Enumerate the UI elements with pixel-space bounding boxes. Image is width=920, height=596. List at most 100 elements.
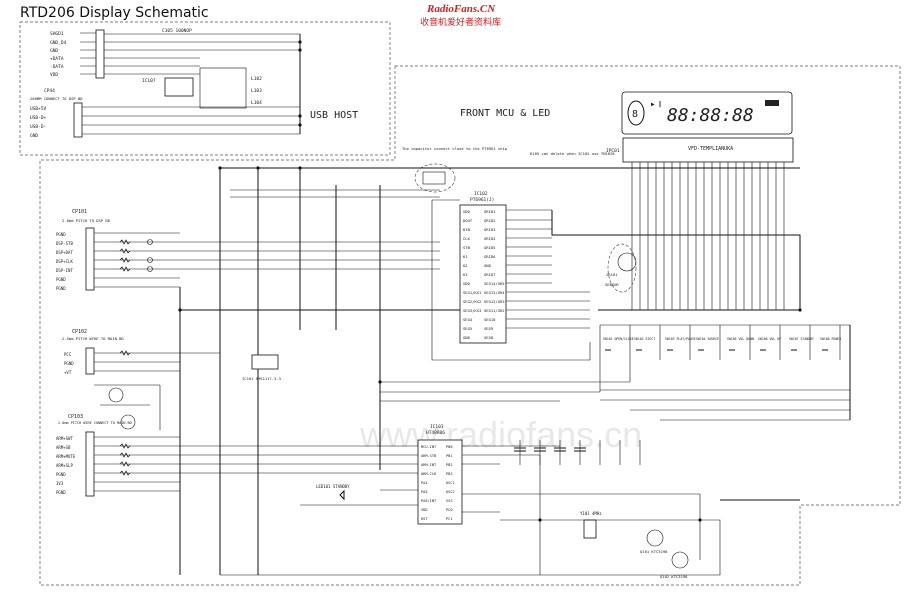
front-mcu-frame [39,65,901,586]
svg-text:SEG8: SEG8 [484,335,494,340]
svg-text:200MM CONNECT TO DSP BD: 200MM CONNECT TO DSP BD [30,96,83,101]
svg-text:RST: RST [421,517,428,521]
svg-text:SENSOR: SENSOR [605,282,619,287]
svg-text:88:88:88: 88:88:88 [667,105,754,126]
decoder-ic103: IC103 HT48R06 MCU-INT ARM-STB ARM-INT AR… [417,424,463,525]
svg-text:GND: GND [463,335,471,340]
usb-chip [164,77,194,97]
connector-cp103: CP103 2.0mm PITCH WIRE CONNECT TO MAIN B… [56,414,132,497]
svg-text:PA6/INT: PA6/INT [421,499,437,503]
watermark-url: www.radiofans.cn [359,414,642,455]
svg-text:SEG1/KS1: SEG1/KS1 [463,290,482,295]
svg-text:SW104 SOURCE: SW104 SOURCE [696,337,719,341]
svg-text:PGND: PGND [56,286,66,291]
svg-text:ARM+SLP: ARM+SLP [56,463,73,468]
svg-text:K1: K1 [463,254,468,259]
svg-text:SEG10: SEG10 [484,317,496,322]
mcu-ic102: IC102 PT6961(J) VDD DOUT DIN CLK STB K1 … [459,191,507,344]
mcu-resistor-note: R105 can delete when IC102 use TM1628 [530,151,615,156]
svg-text:SW107 STANDBY: SW107 STANDBY [789,337,814,341]
svg-text:SEG4: SEG4 [463,317,473,322]
svg-text:VSS: VSS [446,499,453,503]
svg-text:OSC2: OSC2 [446,490,455,494]
svg-text:GRID7: GRID7 [484,272,495,277]
svg-text:GND: GND [484,263,492,268]
svg-text:PC0: PC0 [446,508,453,512]
svg-text:VDD: VDD [50,72,58,78]
svg-text:-DATA: -DATA [50,64,64,70]
crystal-label: Y101 4MHz [580,511,602,516]
svg-text:ARM+MUTE: ARM+MUTE [56,454,76,459]
svg-text:L103: L103 [251,88,262,94]
svg-text:USB+5V: USB+5V [30,106,47,112]
svg-text:USB-D-: USB-D- [30,124,46,130]
led-label: LED101 STANDBY [316,484,350,489]
svg-text:DIN: DIN [463,227,471,232]
svg-text:VFD-TEMPLIANUKA: VFD-TEMPLIANUKA [688,146,733,152]
svg-text:PGND: PGND [56,232,66,237]
svg-text:K2: K2 [463,263,468,268]
svg-text:DSP-STB: DSP-STB [56,241,73,246]
svg-text:VDD: VDD [421,508,428,512]
svg-text:PGND: PGND [56,277,66,282]
vfd-pin-lines [598,162,800,311]
svg-text:PC1: PC1 [446,517,453,521]
schematic-title: RTD206 Display Schematic [20,5,209,21]
svg-text:SW102 EJECT: SW102 EJECT [634,337,655,341]
usb-host-frame [19,21,391,156]
svg-text:SW108 POWER: SW108 POWER [820,337,841,341]
svg-text:MCU-INT: MCU-INT [421,445,437,449]
svg-text:CP103: CP103 [68,414,83,420]
svg-text:PA4: PA4 [421,481,428,485]
svg-text:+VT: +VT [64,370,72,375]
svg-text:CP101: CP101 [72,209,87,215]
watermark-brand: RadioFans.CN [426,3,496,15]
regulator-ic101 [251,354,279,370]
svg-text:GRID1: GRID1 [484,209,496,214]
svg-text:2.5mm PITCH WIRE TO MAIN BD: 2.5mm PITCH WIRE TO MAIN BD [62,336,124,341]
regulator-label: IC101 AMS1117-3.3 [242,376,281,381]
svg-text:VDD: VDD [463,281,471,286]
key-switches: SW101 OPEN/CLOSE SW102 EJECT SW103 PLAY/… [603,337,841,341]
svg-text:GRID2: GRID2 [484,218,495,223]
svg-text:SEG9: SEG9 [484,326,494,331]
svg-text:STB: STB [463,245,471,250]
connector-cp102: CP102 2.5mm PITCH WIRE TO MAIN BD PCC PG… [62,329,124,375]
svg-text:3V3: 3V3 [56,481,64,486]
svg-text:CP44: CP44 [44,88,55,94]
svg-text:SEG11/GR2: SEG11/GR2 [484,308,505,313]
svg-text:SEG3/KS3: SEG3/KS3 [463,308,481,313]
svg-text:SEG2/KS2: SEG2/KS2 [463,299,481,304]
svg-text:IR101: IR101 [606,272,618,277]
svg-text:SW103 PLAY/PAUSE: SW103 PLAY/PAUSE [665,337,696,341]
svg-text:+DATA: +DATA [50,56,64,62]
svg-text:PCC: PCC [64,352,72,357]
svg-text:VDD: VDD [463,209,471,214]
svg-text:ARM+SB: ARM+SB [56,445,71,450]
svg-text:L102: L102 [251,76,262,82]
svg-text:SW106 VOL UP: SW106 VOL UP [758,337,781,341]
svg-text:GRID3: GRID3 [484,227,495,232]
svg-text:SW101 OPEN/CLOSE: SW101 OPEN/CLOSE [603,337,634,341]
svg-text:SEG14/GR5: SEG14/GR5 [484,281,505,286]
usb-capacitor-label: C105 100NOP [162,28,192,34]
svg-text:2.0mm PITCH WIRE CONNECT TO MA: 2.0mm PITCH WIRE CONNECT TO MAIN BD [58,421,132,425]
svg-text:GND: GND [30,133,38,139]
svg-text:DSP-INT: DSP-INT [56,268,73,273]
svg-text:IC107: IC107 [142,78,156,84]
svg-text:SEG13/GR4: SEG13/GR4 [484,290,505,295]
svg-text:SHGD1: SHGD1 [50,31,64,37]
svg-text:PA5: PA5 [421,490,428,494]
front-mcu-label: FRONT MCU & LED [460,108,550,119]
usb-host-label: USB HOST [310,110,358,121]
crystal-y101 [583,519,597,539]
svg-text:L104: L104 [251,100,262,106]
svg-text:GRID5: GRID5 [484,245,495,250]
svg-text:IPC01: IPC01 [606,148,620,154]
svg-text:CP102: CP102 [72,329,87,335]
svg-text:PGND: PGND [56,490,66,495]
svg-text:IC103: IC103 [430,424,444,430]
vfd-display: 8 88:88:88 ▶ ‖ VFD-TEMPLIANUKA IPC01 [606,91,794,163]
